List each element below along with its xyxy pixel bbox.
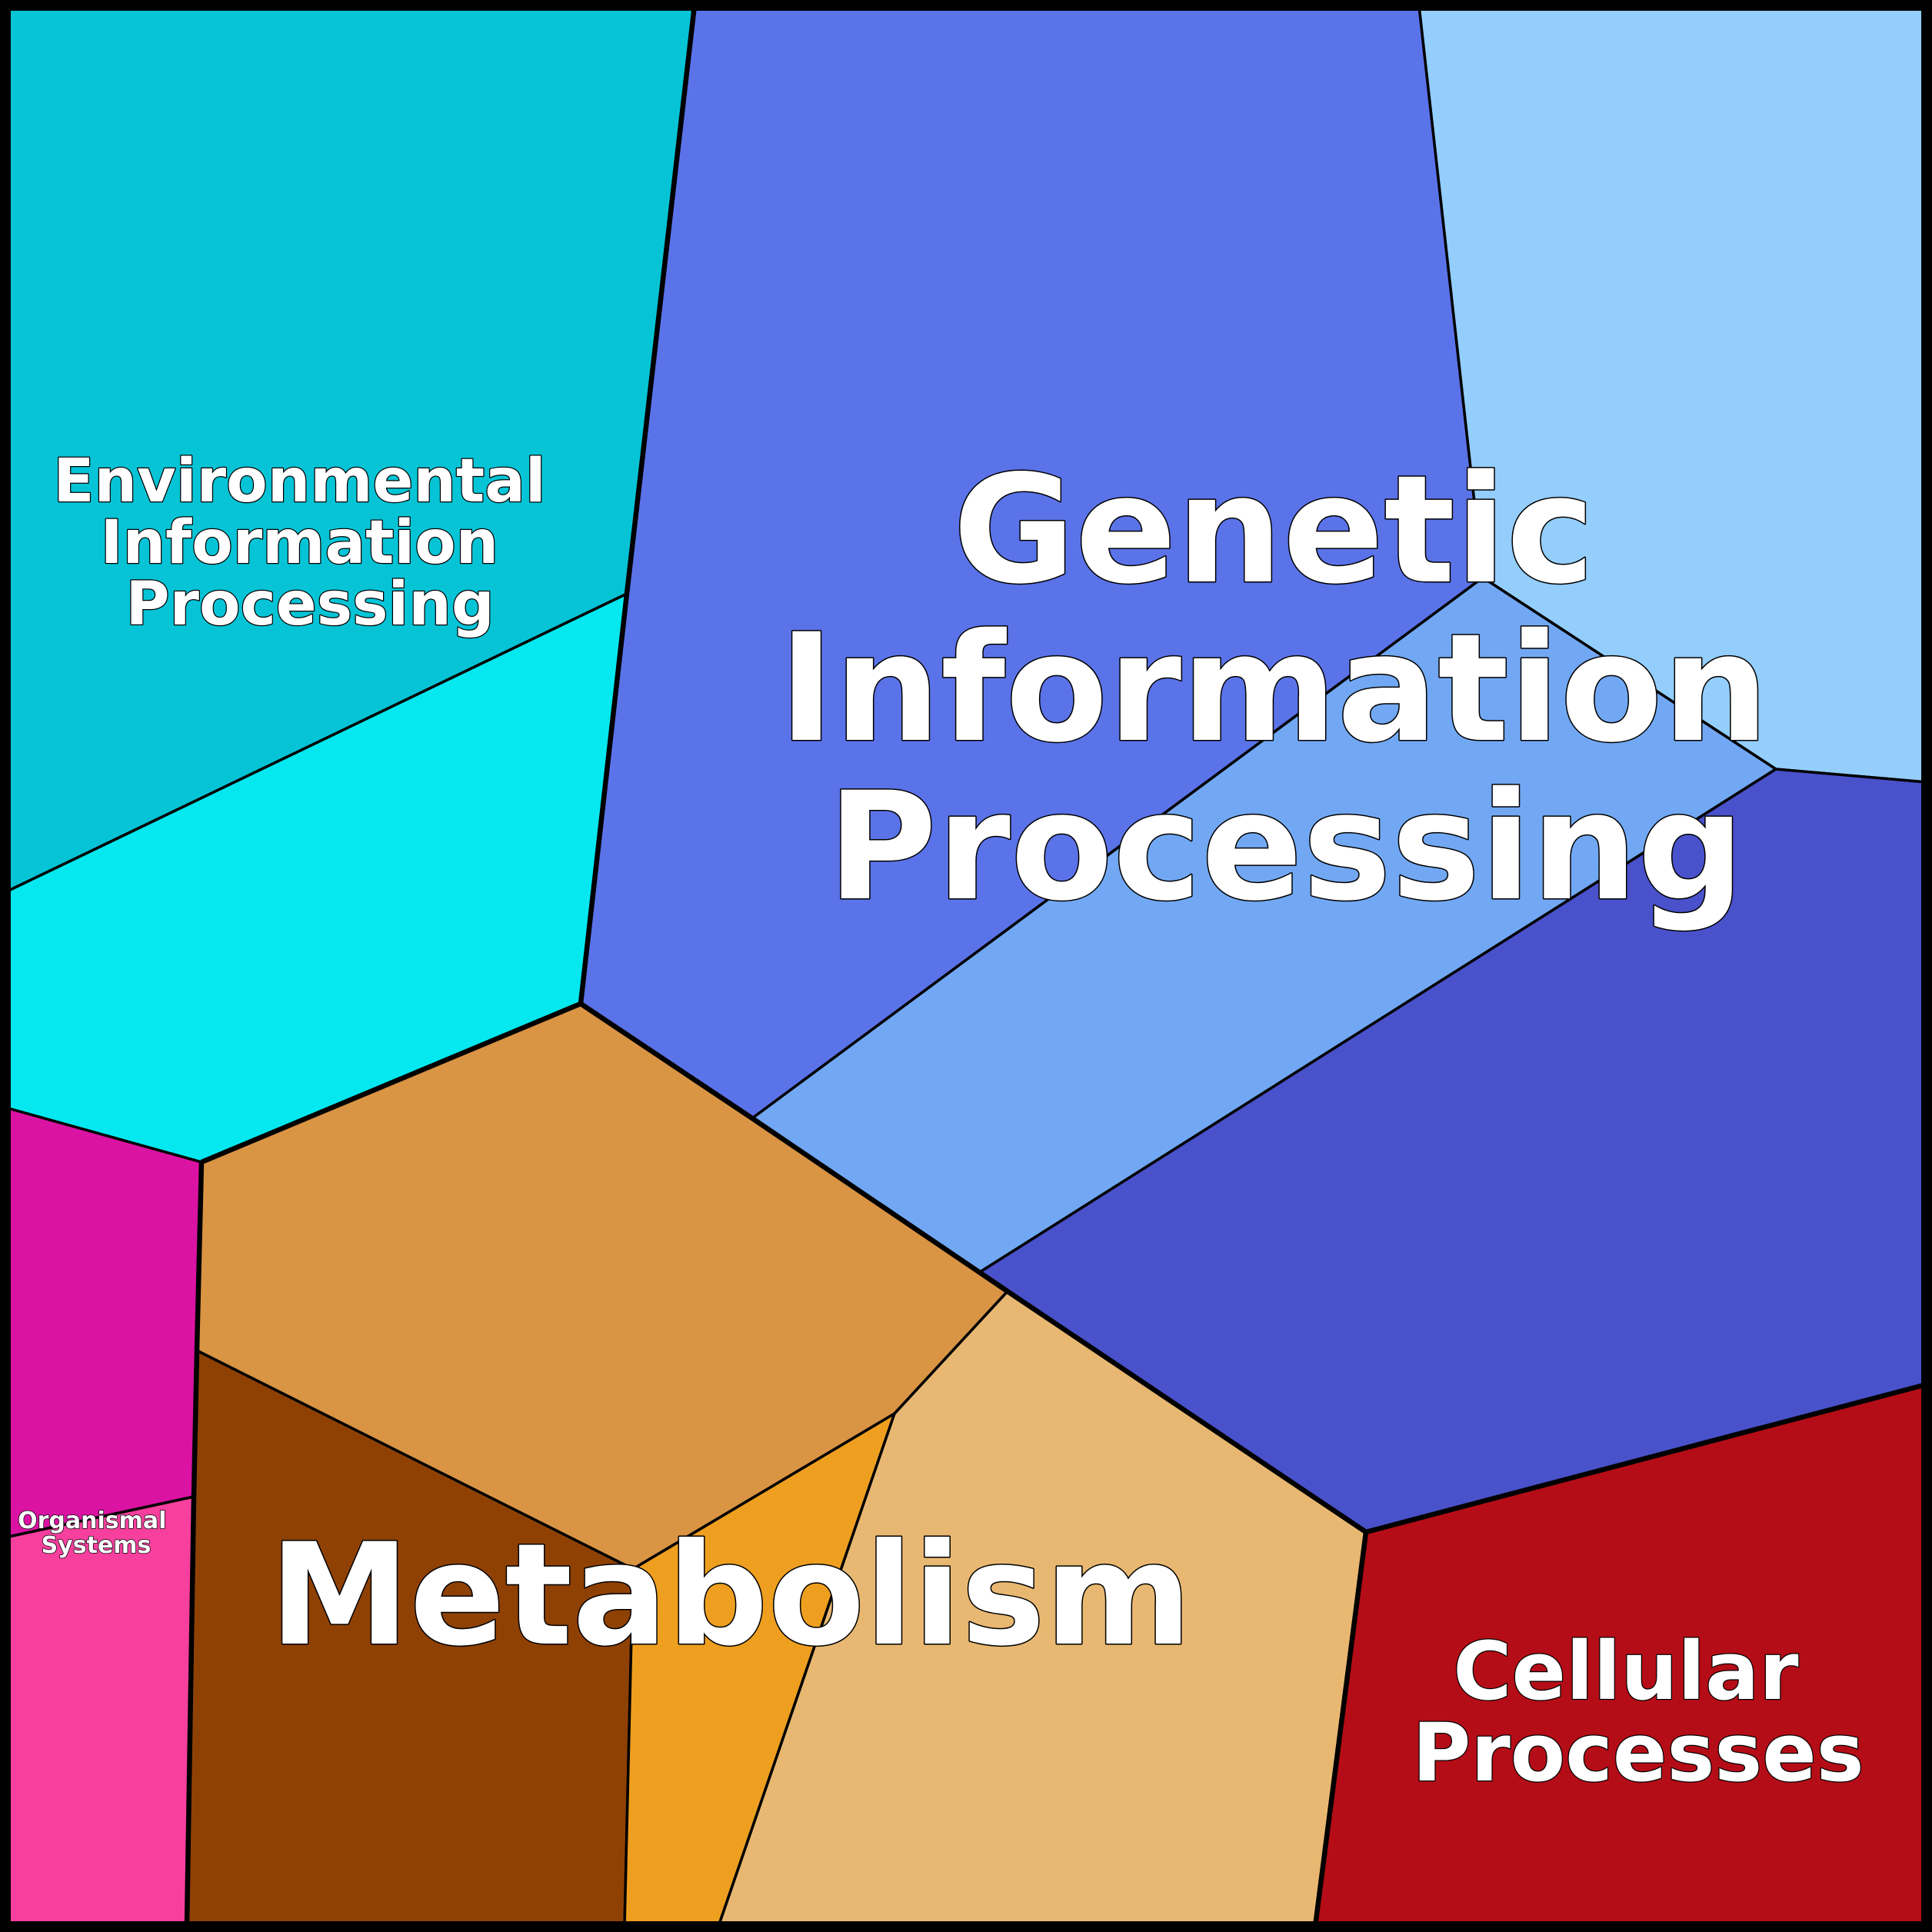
label-cellular-line-1: Cellular xyxy=(1453,1624,1798,1718)
label-cellular-processes: Cellular Processes xyxy=(1412,1624,1864,1800)
label-environmental-line-3: Processing xyxy=(125,570,494,639)
label-organismal-systems: Organismal Systems xyxy=(18,1507,175,1559)
border-organismal-metabolism xyxy=(184,1161,205,1927)
label-metabolism: Metabolism xyxy=(270,1514,1192,1677)
border-environmental-genetic xyxy=(578,5,698,1004)
label-environmental-information-processing: Environmental Information Processing xyxy=(53,447,567,639)
label-environmental-line-1: Environmental xyxy=(53,447,545,516)
border-genetic-cellular xyxy=(1365,1381,1927,1535)
label-genetic-line-3: Processing xyxy=(828,760,1744,934)
label-organismal-line-2: Systems xyxy=(42,1532,152,1559)
border-metabolism-cellular xyxy=(1312,1531,1369,1927)
label-genetic-line-1: Genetic xyxy=(953,443,1595,617)
label-cellular-line-2: Processes xyxy=(1412,1706,1864,1800)
label-genetic-line-2: Information xyxy=(779,601,1769,775)
label-environmental-line-2: Information xyxy=(101,508,499,578)
label-organismal-line-1: Organismal xyxy=(18,1507,166,1534)
border-genetic-metabolism xyxy=(579,1001,1367,1534)
label-genetic-information-processing: Genetic Information Processing xyxy=(779,443,1821,934)
border-environmental-metabolism xyxy=(200,1001,582,1164)
cell-organismal-upper xyxy=(4,1106,203,1539)
cell-organismal-lower xyxy=(4,1495,195,1928)
